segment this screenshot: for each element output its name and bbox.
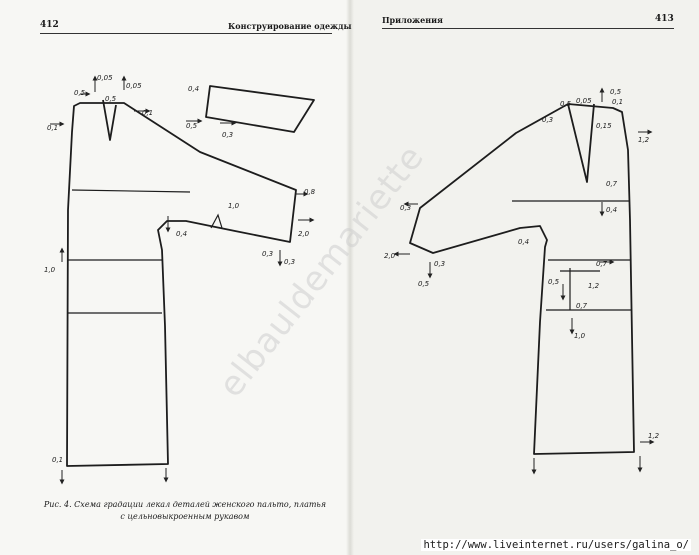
grading-label: 2,0	[384, 252, 396, 260]
grading-label: 0,05	[97, 74, 113, 82]
grading-label: 0,05	[576, 97, 592, 105]
left-bust-line	[71, 189, 191, 193]
grading-label: 0,8	[304, 188, 316, 196]
grading-label: 0,4	[606, 206, 617, 214]
right-running-title: Приложения	[382, 15, 443, 25]
grading-label: 0,7	[606, 180, 618, 188]
grading-label: 0,7	[596, 260, 608, 268]
grading-label: 0,5	[418, 280, 430, 288]
grading-label: 0,4	[176, 230, 187, 238]
grading-label: 1,2	[638, 136, 650, 144]
grading-label: 1,2	[648, 432, 660, 440]
right-page-number: 413	[655, 14, 674, 24]
left-coat-outline	[66, 102, 297, 467]
grading-label: 0,1	[47, 124, 58, 132]
grading-label: 0,4	[518, 238, 529, 246]
grading-label: 0,15	[596, 122, 612, 130]
grading-label: 0,3	[262, 250, 273, 258]
right-dart	[567, 103, 595, 183]
figure-caption: Рис. 4. Схема градации лекал деталей жен…	[35, 499, 335, 523]
caption-line-2: с цельновыкроенным рукавом	[120, 512, 250, 521]
grading-label: 0,1	[612, 98, 623, 106]
left-header-rule	[40, 33, 332, 34]
right-page	[350, 0, 699, 555]
left-running-title: Конструирование одежды	[228, 21, 352, 31]
left-page-number: 412	[40, 20, 59, 30]
grading-label: 0,5	[610, 88, 622, 96]
grading-label: 0,05	[126, 82, 142, 90]
grading-label: 0,7	[576, 302, 588, 310]
grading-label: 0,5	[105, 95, 117, 103]
grading-label: 0,5	[74, 89, 86, 97]
grading-label: 1,0	[574, 332, 586, 340]
left-pocket-flap	[205, 85, 315, 133]
left-underarm-gusset	[210, 213, 223, 229]
grading-label: 0,5	[186, 122, 198, 130]
grading-label: 1,0	[44, 266, 56, 274]
grading-label: 2,0	[298, 230, 310, 238]
right-coat-outline	[409, 103, 635, 455]
grading-label: 1,2	[588, 282, 600, 290]
grading-label: 0,3	[542, 116, 553, 124]
grading-label: 0,3	[434, 260, 445, 268]
right-header-rule	[382, 28, 674, 29]
grading-label: 0,4	[188, 85, 199, 93]
grading-label: 0,1	[52, 456, 63, 464]
book-gutter	[346, 0, 354, 555]
source-url[interactable]: http://www.liveinternet.ru/users/galina_…	[421, 539, 691, 551]
caption-line-1: Рис. 4. Схема градации лекал деталей жен…	[43, 500, 327, 509]
left-dart	[102, 99, 117, 141]
grading-label: 0,3	[400, 204, 411, 212]
grading-label: 0,5	[560, 100, 572, 108]
grading-label: 0,3	[222, 131, 233, 139]
grading-label: 0,1	[142, 109, 153, 117]
grading-label: 0,5	[548, 278, 560, 286]
left-page	[0, 0, 350, 555]
grading-label: 0,3	[284, 258, 295, 266]
grading-label: 1,0	[228, 202, 240, 210]
